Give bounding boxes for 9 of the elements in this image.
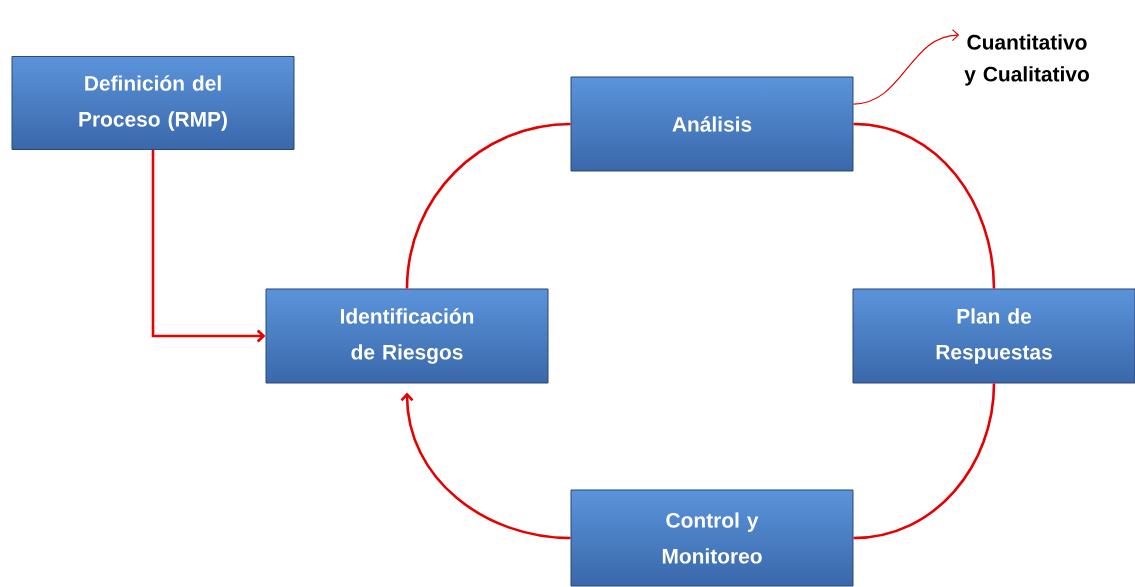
process-box: Control y Monitoreo xyxy=(570,489,854,587)
process-box: Análisis xyxy=(570,76,854,172)
annotation-text: Cuantitativo y Cualitativo xyxy=(964,34,1089,86)
arrow xyxy=(400,392,571,540)
process-box: Definición del Proceso (RMP) xyxy=(11,56,295,150)
arrow xyxy=(151,150,266,343)
process-box: Plan de Respuestas xyxy=(852,288,1135,384)
arrow xyxy=(852,29,960,105)
process-box: Identificación de Riesgos xyxy=(265,288,549,384)
